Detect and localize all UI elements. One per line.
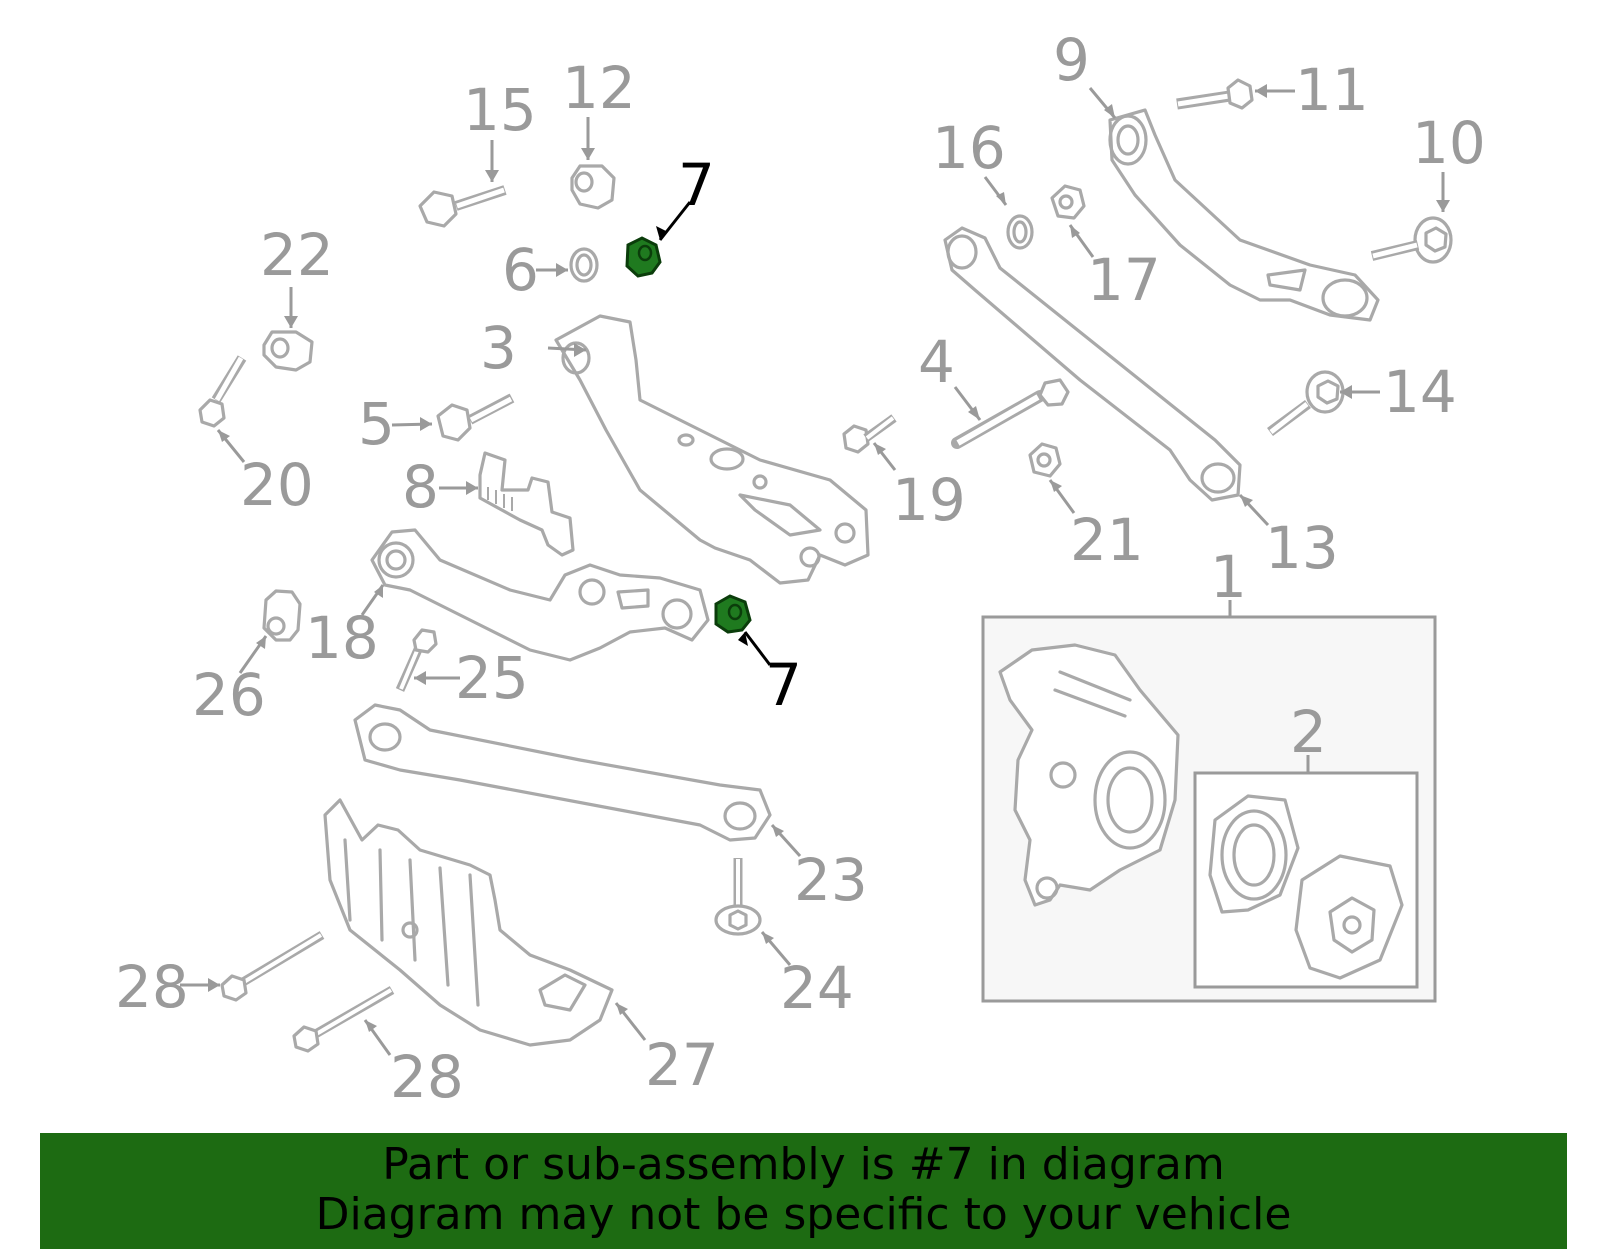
- part-washer-16: [1006, 214, 1034, 250]
- part-bump-stop-26: [262, 589, 302, 642]
- callout-4: 4: [918, 328, 955, 396]
- callout-28-lower: 28: [390, 1043, 464, 1111]
- part-arm-18: [370, 528, 710, 662]
- part-knuckle: [998, 643, 1180, 907]
- banner-line-disclaimer: Diagram may not be specific to your vehi…: [315, 1189, 1292, 1240]
- callout-28-upper: 28: [115, 953, 189, 1021]
- part-lower-control-arm: [554, 314, 870, 585]
- callout-27: 27: [645, 1031, 719, 1099]
- callout-7-upper: 7: [678, 151, 715, 219]
- part-nut-7-upper: [625, 236, 662, 278]
- callout-8: 8: [402, 453, 439, 521]
- callout-labels: 1 2 3 4 5 6 7 7 8 9 10 11 12 13 14 15 16…: [115, 26, 1486, 1111]
- part-bushing-22: [262, 330, 314, 372]
- callout-13: 13: [1265, 514, 1339, 582]
- part-bolt-14: [1267, 370, 1345, 437]
- callout-26: 26: [192, 661, 266, 729]
- callout-11: 11: [1295, 56, 1369, 124]
- part-link-23: [353, 703, 772, 842]
- arrowheads: [208, 84, 1450, 1032]
- callout-17: 17: [1087, 246, 1161, 314]
- part-nut-21: [1028, 442, 1062, 478]
- part-bolt-4: [951, 378, 1070, 449]
- callout-23: 23: [794, 846, 868, 914]
- callout-15: 15: [463, 76, 537, 144]
- part-bolt-28-upper: [220, 931, 325, 1002]
- callout-7-lower: 7: [765, 651, 802, 719]
- callout-21: 21: [1070, 506, 1144, 574]
- info-banner: Part or sub-assembly is #7 in diagram Di…: [40, 1133, 1567, 1249]
- callout-14: 14: [1383, 358, 1457, 426]
- part-bolt-20: [198, 355, 247, 428]
- part-shield-27: [323, 798, 614, 1047]
- part-bolt-25: [395, 628, 438, 692]
- part-upper-arm-9: [1108, 108, 1380, 322]
- part-bolt-15: [418, 185, 507, 228]
- part-bolt-19: [842, 414, 897, 454]
- callout-5: 5: [358, 390, 395, 458]
- part-nut-7-lower: [714, 594, 752, 634]
- callout-19: 19: [892, 466, 966, 534]
- callout-12: 12: [562, 54, 636, 122]
- part-washer-6: [569, 247, 599, 283]
- part-bushing-12: [570, 164, 616, 210]
- callout-9: 9: [1053, 26, 1090, 94]
- part-hub-bearing: [1208, 794, 1404, 980]
- part-bolt-24: [714, 858, 762, 936]
- callout-10: 10: [1412, 109, 1486, 177]
- banner-line-part: Part or sub-assembly is #7 in diagram: [382, 1139, 1225, 1190]
- callout-24: 24: [780, 954, 854, 1022]
- part-bracket-8: [478, 451, 575, 557]
- part-bolt-11: [1176, 78, 1254, 110]
- callout-16: 16: [932, 114, 1006, 182]
- callout-20: 20: [240, 451, 314, 519]
- callout-6: 6: [502, 236, 539, 304]
- callout-2: 2: [1290, 698, 1327, 766]
- part-bolt-10: [1370, 216, 1453, 264]
- part-nut-17: [1050, 184, 1086, 220]
- callout-25: 25: [455, 644, 529, 712]
- callout-3: 3: [480, 314, 517, 382]
- callout-22: 22: [260, 221, 334, 289]
- part-bolt-28-lower: [292, 986, 395, 1053]
- callout-1: 1: [1210, 543, 1247, 611]
- callout-18: 18: [305, 604, 379, 672]
- part-link-13: [943, 226, 1242, 502]
- part-bolt-5: [436, 393, 515, 442]
